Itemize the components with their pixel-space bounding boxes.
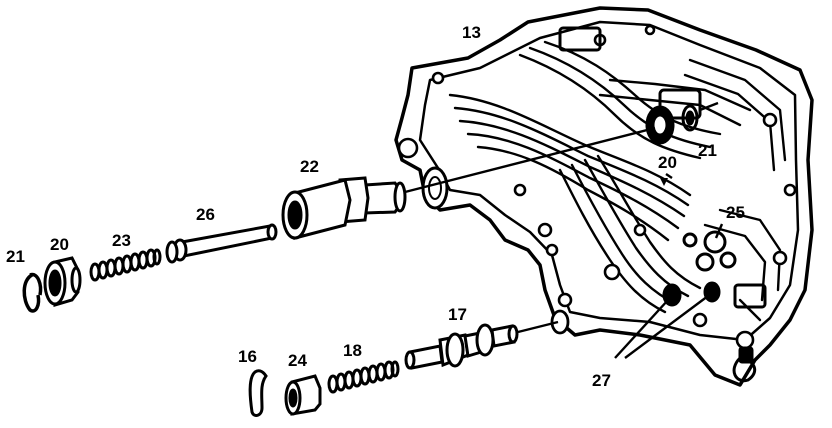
clip-part-21-left [22,272,43,313]
valve-part-17 [404,323,519,370]
callout-25: 25 [726,203,745,222]
callout-21-left: 21 [6,247,25,266]
spool-part-22 [281,176,407,240]
rod-part-26 [165,223,278,264]
callout-20-right: 20 [658,153,677,172]
callout-13: 13 [462,23,481,42]
callout-26: 26 [196,205,215,224]
leader-arrow-20-right [660,178,668,186]
installed-plug-and-clip [645,104,699,145]
callout-17: 17 [448,305,467,324]
leader-lines [404,101,724,359]
callout-21-right: 21 [698,141,717,160]
callout-labels: 13 22 26 23 20 21 20 21 25 17 16 24 18 2… [6,23,745,390]
valve-body-casting [394,6,814,387]
plug-part-24 [284,374,322,416]
callout-22: 22 [300,157,319,176]
spring-part-23 [89,248,162,282]
spring-part-18 [327,360,400,394]
callout-24: 24 [288,351,307,370]
callout-18: 18 [343,341,362,360]
callout-27: 27 [592,371,611,390]
clip-part-16 [248,369,268,417]
callout-20-left: 20 [50,235,69,254]
callout-16: 16 [238,347,257,366]
plug-part-20-left [43,256,82,308]
callout-23: 23 [112,231,131,250]
